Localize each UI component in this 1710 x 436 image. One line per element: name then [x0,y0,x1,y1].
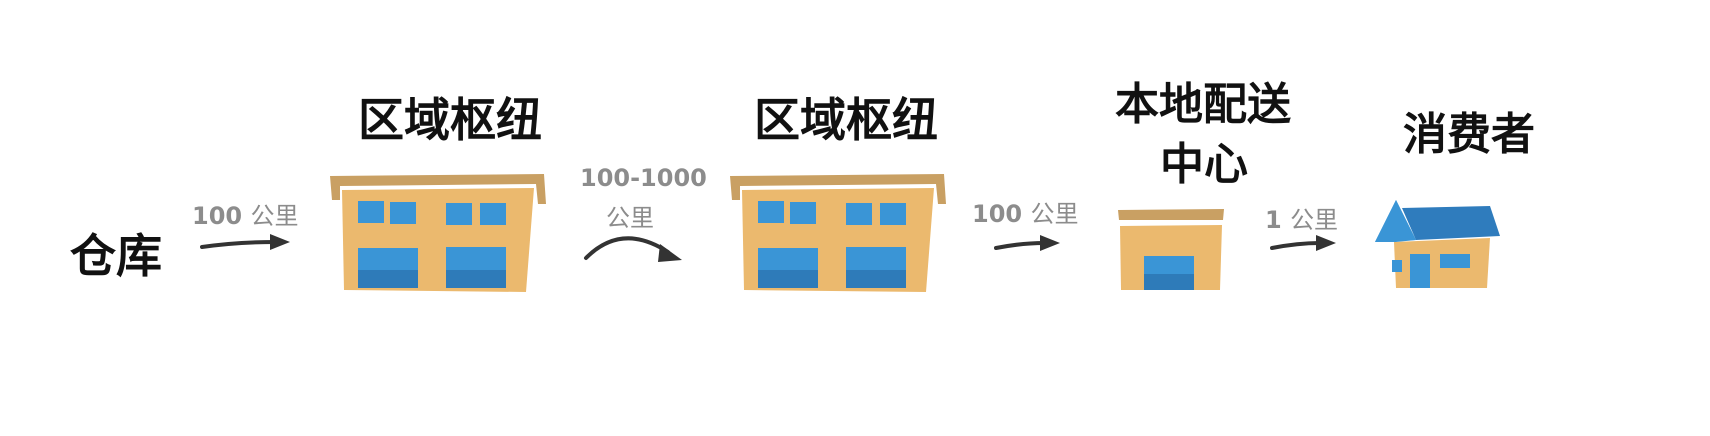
distance-3-unit: 公里 [1030,200,1079,228]
arrow-1-icon [200,234,290,250]
distance-2-unit: 公里 [606,204,654,232]
distance-1-unit: 公里 [250,202,299,230]
distance-1: 100 公里 [192,196,298,231]
distance-3: 100 公里 [972,194,1078,229]
consumer-house-icon [1375,200,1500,288]
local-center-label-line2: 中心 [1160,139,1248,190]
distance-4-unit: 公里 [1290,206,1339,234]
regional-hub-2-label: 区域枢纽 [754,93,938,147]
local-center-building-icon [1118,209,1224,290]
regional-hub-1-label: 区域枢纽 [358,93,542,147]
regional-hub-2-building-icon [730,174,946,292]
arrow-4-icon [1270,235,1336,251]
distance-4-value: 1 [1265,206,1282,234]
distance-2-value: 100-1000 [580,164,707,192]
consumer-label: 消费者 [1403,109,1535,160]
distance-3-value: 100 [972,200,1023,228]
regional-hub-1-building-icon [330,174,546,292]
warehouse-label: 仓库 [70,229,162,283]
local-center-label-line1: 本地配送 [1115,79,1291,130]
arrow-3-icon [994,235,1060,251]
distance-4: 1 公里 [1265,200,1338,235]
arrow-2-curved-icon [584,236,682,262]
distance-1-value: 100 [192,202,243,230]
